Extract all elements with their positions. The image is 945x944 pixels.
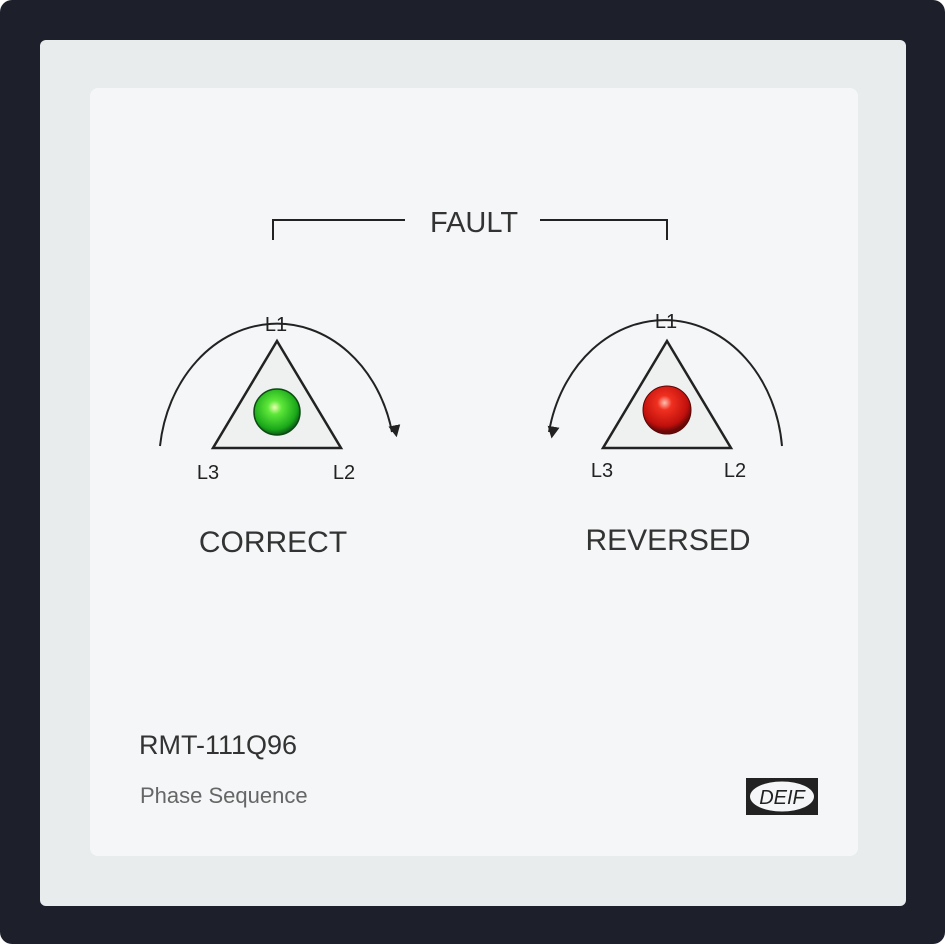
- fault-bracket: [272, 219, 668, 240]
- face: [90, 88, 858, 856]
- phase-l1: L1: [265, 314, 287, 336]
- phase-l2: L2: [333, 462, 355, 484]
- indicator-correct: L1 L3 L2 CORRECT: [159, 314, 401, 559]
- model-number: RMT-111Q96: [139, 730, 297, 760]
- clockwise-arrow-icon: [159, 322, 401, 447]
- green-led: [253, 388, 301, 436]
- phase-l2: L2: [724, 460, 746, 482]
- deif-logo: DEIF: [746, 778, 818, 815]
- phase-l1: L1: [655, 311, 677, 333]
- indicator-reversed: L1 L3 L2 REVERSED: [547, 311, 783, 557]
- counterclockwise-arrow-icon: [547, 319, 783, 447]
- phase-l3: L3: [591, 460, 613, 482]
- fault-label: FAULT: [430, 207, 518, 239]
- status-reversed: REVERSED: [585, 524, 750, 557]
- brand-name: DEIF: [759, 787, 806, 809]
- device-description: Phase Sequence: [140, 783, 308, 808]
- status-correct: CORRECT: [199, 526, 347, 559]
- phase-l3: L3: [197, 462, 219, 484]
- red-led: [642, 385, 692, 435]
